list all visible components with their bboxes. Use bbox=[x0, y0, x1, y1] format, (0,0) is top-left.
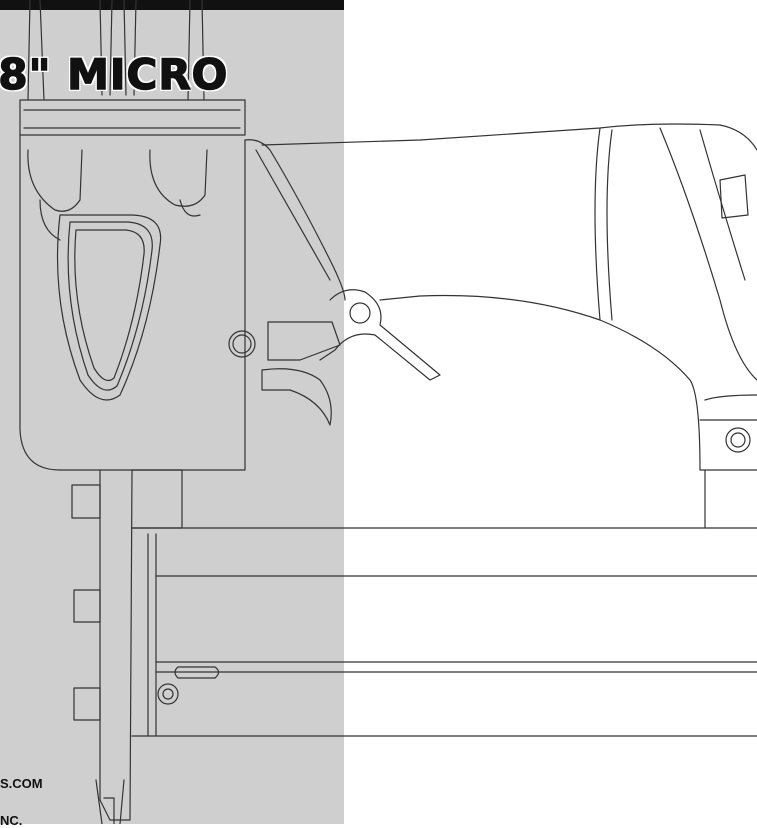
tool-body bbox=[19, 134, 256, 471]
product-title: /8" MICRO bbox=[0, 49, 229, 100]
upper-housing bbox=[244, 123, 757, 529]
nose-assembly bbox=[71, 469, 183, 824]
top-black-bar bbox=[0, 0, 344, 10]
gray-background-panel bbox=[0, 0, 344, 824]
website-url: S.COM bbox=[0, 776, 43, 791]
trigger bbox=[261, 289, 441, 426]
company-name: NC. bbox=[0, 813, 23, 828]
top-fittings bbox=[19, 0, 246, 136]
magazine bbox=[131, 527, 757, 737]
